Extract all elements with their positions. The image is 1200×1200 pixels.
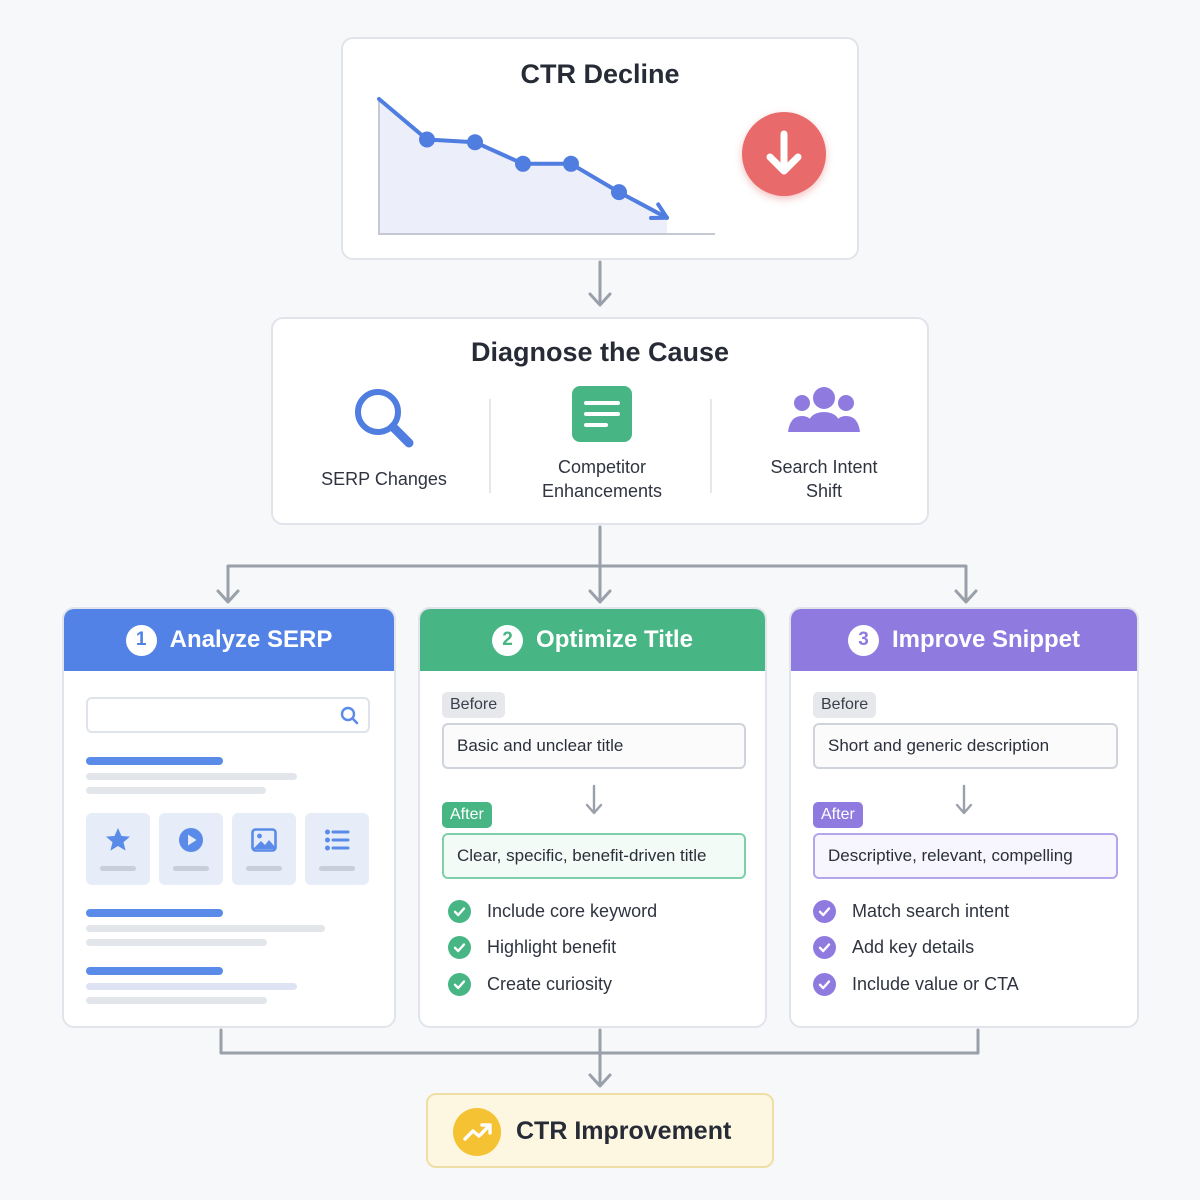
step-number-badge: 2 (492, 624, 524, 656)
cause-competitor-enhancements: Competitor Enhancements (502, 385, 702, 503)
chart-point (467, 134, 483, 151)
tile-caption-line (246, 866, 282, 871)
step-number-badge: 1 (125, 624, 157, 656)
chart-point (611, 184, 627, 201)
cause-label: Search Intent Shift (770, 457, 878, 501)
image-icon (251, 828, 277, 852)
snippet-after-field: Descriptive, relevant, compelling (813, 833, 1118, 879)
checklist-item: Create curiosity (448, 972, 612, 996)
chart-arrowhead (649, 202, 669, 220)
after-tag: After (442, 802, 492, 828)
check-circle-icon (813, 899, 836, 923)
checklist-item: Match search intent (813, 899, 1009, 923)
step-analyze-serp-card: 1 Analyze SERP (62, 607, 396, 1028)
result-text-line (86, 773, 297, 780)
before-tag: Before (813, 692, 877, 718)
people-group-icon (788, 387, 860, 432)
step-title: Analyze SERP (169, 626, 333, 653)
play-icon (179, 828, 203, 852)
document-lines-icon (572, 386, 632, 442)
result-title-line (86, 757, 223, 765)
ctr-decline-chart (377, 97, 715, 235)
result-text-line (86, 787, 266, 794)
arrow-down-circle-icon (742, 112, 826, 196)
result-title-line (86, 967, 223, 975)
tile-caption-line (319, 866, 355, 871)
serp-search-box (86, 697, 370, 733)
check-circle-icon (448, 935, 471, 959)
cause-divider (489, 399, 491, 493)
arrow-down-icon (955, 784, 973, 815)
step-header: 1 Analyze SERP (64, 609, 394, 671)
check-circle-icon (813, 935, 836, 959)
before-tag: Before (442, 692, 506, 718)
ctr-improvement-card: CTR Improvement (426, 1093, 774, 1168)
serp-feature-tile (232, 813, 296, 885)
result-text-line (86, 925, 325, 932)
checklist-item: Include core keyword (448, 899, 657, 923)
chart-axes (378, 97, 715, 235)
chart-point (515, 155, 531, 172)
checklist-label: Include core keyword (487, 900, 658, 921)
cause-divider (710, 399, 712, 493)
list-icon (325, 829, 350, 851)
checklist-label: Match search intent (852, 900, 1010, 921)
result-text-line (86, 997, 267, 1004)
check-circle-icon (448, 899, 471, 923)
trend-up-icon (453, 1108, 501, 1156)
chart-point (563, 155, 579, 172)
cause-label: SERP Changes (321, 469, 447, 489)
checklist-item: Add key details (813, 935, 974, 959)
checklist-item: Highlight benefit (448, 935, 616, 959)
connector-steps-merge (219, 1028, 980, 1086)
checklist-label: Highlight benefit (487, 936, 617, 957)
step-header: 2 Optimize Title (420, 609, 765, 671)
arrow-down-icon (585, 784, 603, 815)
serp-feature-tile (86, 813, 150, 885)
step-number-badge: 3 (847, 624, 879, 656)
connector-diagnose-split (226, 525, 968, 602)
cause-search-intent-shift: Search Intent Shift (724, 385, 924, 503)
title-before-field: Basic and unclear title (442, 723, 746, 769)
step-header: 3 Improve Snippet (791, 609, 1137, 671)
step-improve-snippet-card: 3 Improve Snippet Before Short and gener… (789, 607, 1139, 1028)
checklist-item: Include value or CTA (813, 972, 1019, 996)
diagnose-cause-card: Diagnose the Cause SERP Changes Competit… (271, 317, 929, 525)
tile-caption-line (100, 866, 136, 871)
step-title: Improve Snippet (891, 626, 1081, 653)
star-icon (106, 828, 130, 851)
serp-feature-tile (159, 813, 223, 885)
chart-point (419, 131, 435, 148)
step-title: Optimize Title (536, 626, 693, 653)
tile-caption-line (173, 866, 209, 871)
snippet-before-field: Short and generic description (813, 723, 1118, 769)
title-after-field: Clear, specific, benefit-driven title (442, 833, 746, 879)
serp-feature-tile (305, 813, 369, 885)
ctr-improvement-label: CTR Improvement (516, 1117, 732, 1145)
magnifier-icon (355, 389, 414, 448)
ctr-decline-card: CTR Decline (341, 37, 859, 260)
checklist-label: Add key details (852, 936, 975, 957)
check-circle-icon (813, 972, 836, 996)
check-circle-icon (448, 972, 471, 996)
step-optimize-title-card: 2 Optimize Title Before Basic and unclea… (418, 607, 767, 1028)
cause-label: Competitor Enhancements (541, 457, 663, 501)
result-text-line (86, 939, 267, 946)
result-title-line (86, 909, 223, 917)
ctr-decline-title: CTR Decline (520, 59, 680, 89)
result-text-line (86, 983, 297, 990)
checklist-label: Include value or CTA (852, 973, 1019, 994)
after-tag: After (813, 802, 863, 828)
cause-serp-changes: SERP Changes (284, 385, 484, 491)
search-icon (340, 706, 359, 725)
checklist-label: Create curiosity (487, 973, 613, 994)
diagnose-title: Diagnose the Cause (470, 337, 730, 367)
